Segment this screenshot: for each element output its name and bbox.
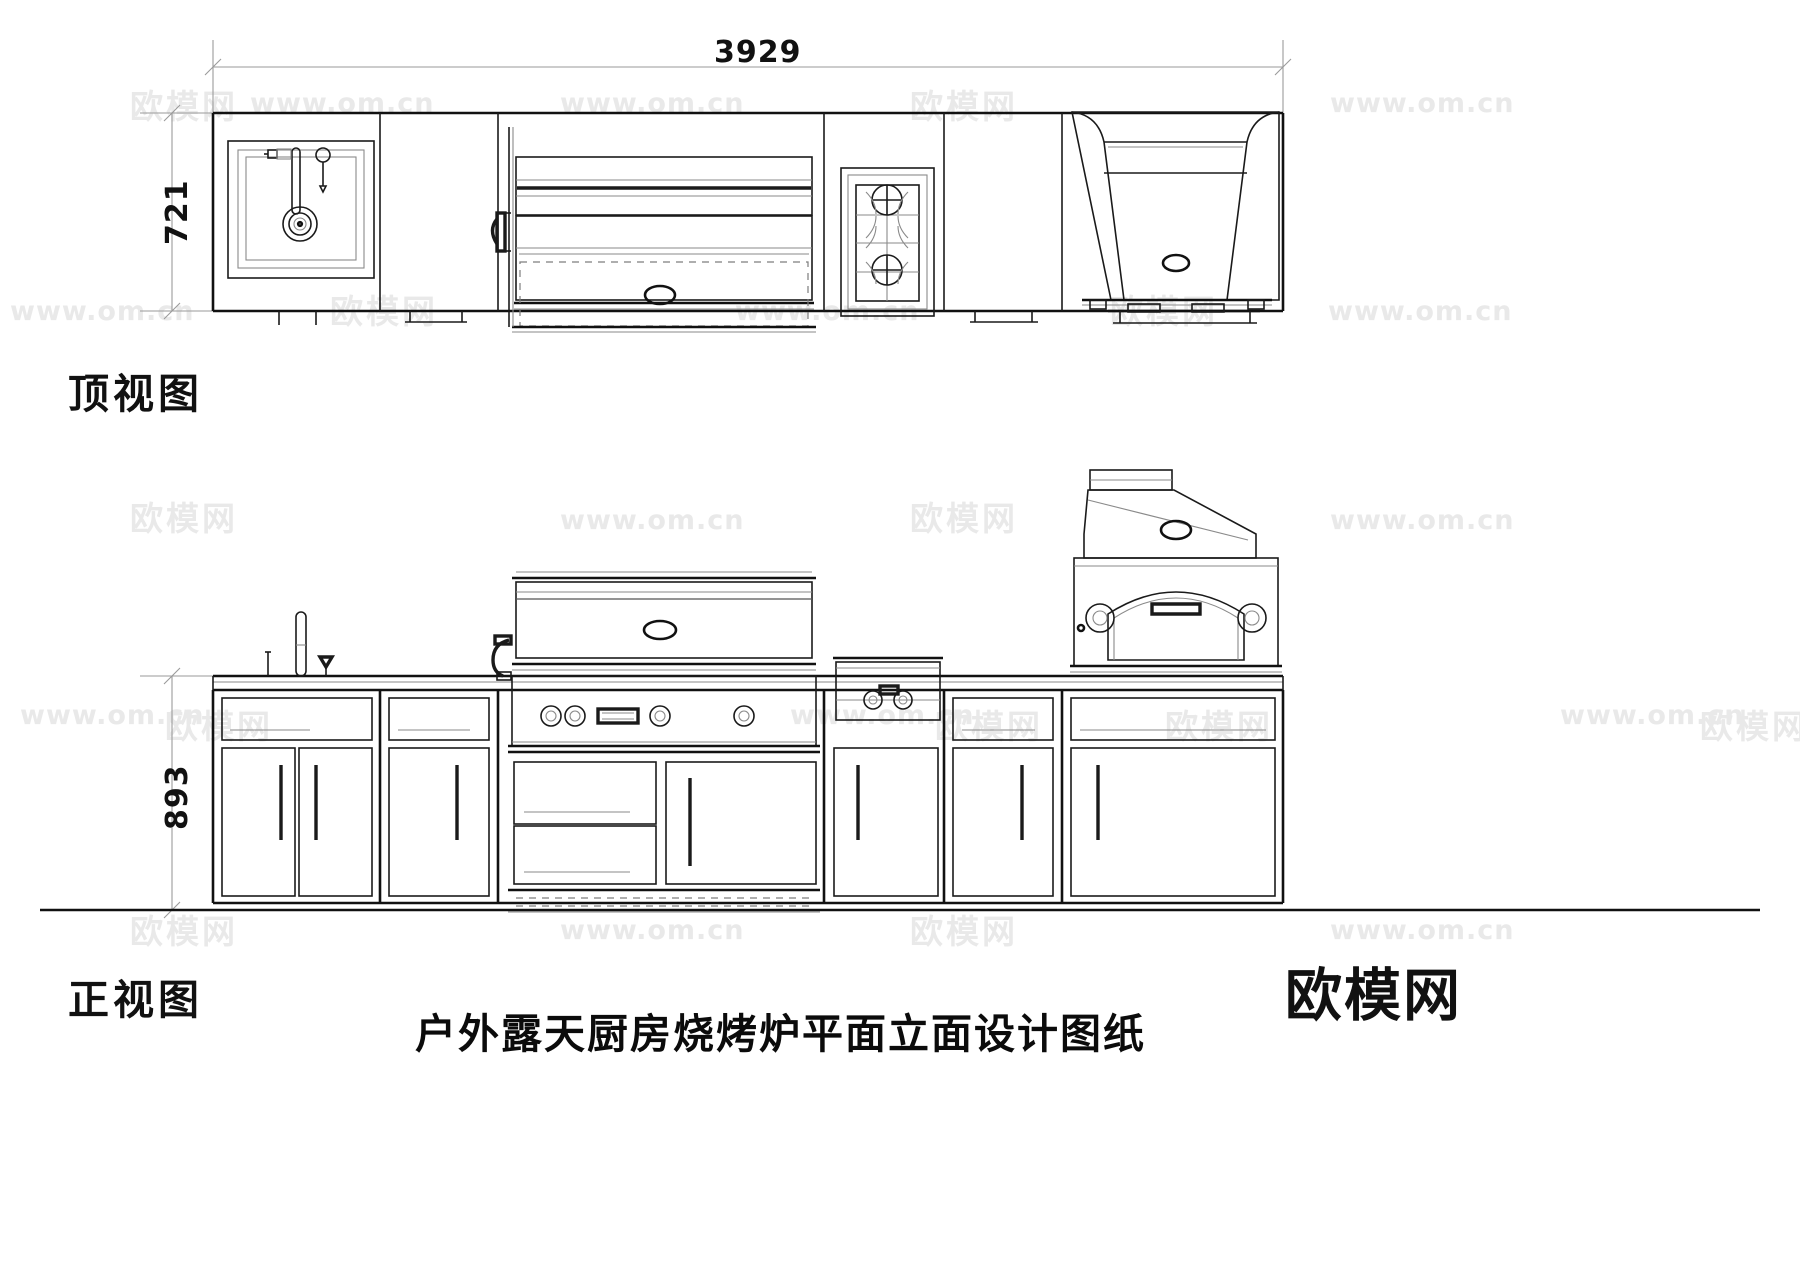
- front-pizza-oven: [1070, 469, 1282, 897]
- front-grill-brand-plate: [596, 707, 640, 725]
- top-sink: [227, 140, 375, 325]
- front-countertop: [212, 674, 1284, 692]
- front-sink-cabinet: [221, 697, 373, 897]
- overall-height-dimension-text: 893: [160, 764, 195, 830]
- front-cabinet-run: [211, 690, 1285, 905]
- top-width-dimension: [204, 40, 1292, 120]
- front-storage-cabinet: [952, 697, 1054, 897]
- top-grill: [405, 127, 816, 333]
- overall-width-dimension-text: 3929: [714, 35, 802, 70]
- top-grill-handle: [490, 211, 511, 253]
- front-grill-handle: [491, 634, 513, 681]
- top-pizza-oven: [1071, 111, 1280, 324]
- top-side-burner: [840, 167, 935, 317]
- front-drawer-cabinet: [388, 697, 490, 897]
- top-view-group: [140, 40, 1292, 333]
- front-view-label: 正视图: [68, 976, 203, 1024]
- front-view-group: [40, 469, 1760, 919]
- front-grill-knobs: [540, 705, 755, 727]
- drawing-title: 户外露天厨房烧烤炉平面立面设计图纸: [415, 1010, 1146, 1058]
- front-grill: [491, 571, 820, 913]
- front-side-burner: [833, 656, 943, 897]
- top-view-label: 顶视图: [68, 370, 203, 418]
- top-storage-module: [970, 311, 1038, 323]
- top-counter-outline: [211, 111, 1285, 313]
- front-faucet: [265, 611, 336, 677]
- brand-logo: 欧模网: [1285, 963, 1462, 1029]
- overall-depth-dimension-text: 721: [160, 179, 195, 245]
